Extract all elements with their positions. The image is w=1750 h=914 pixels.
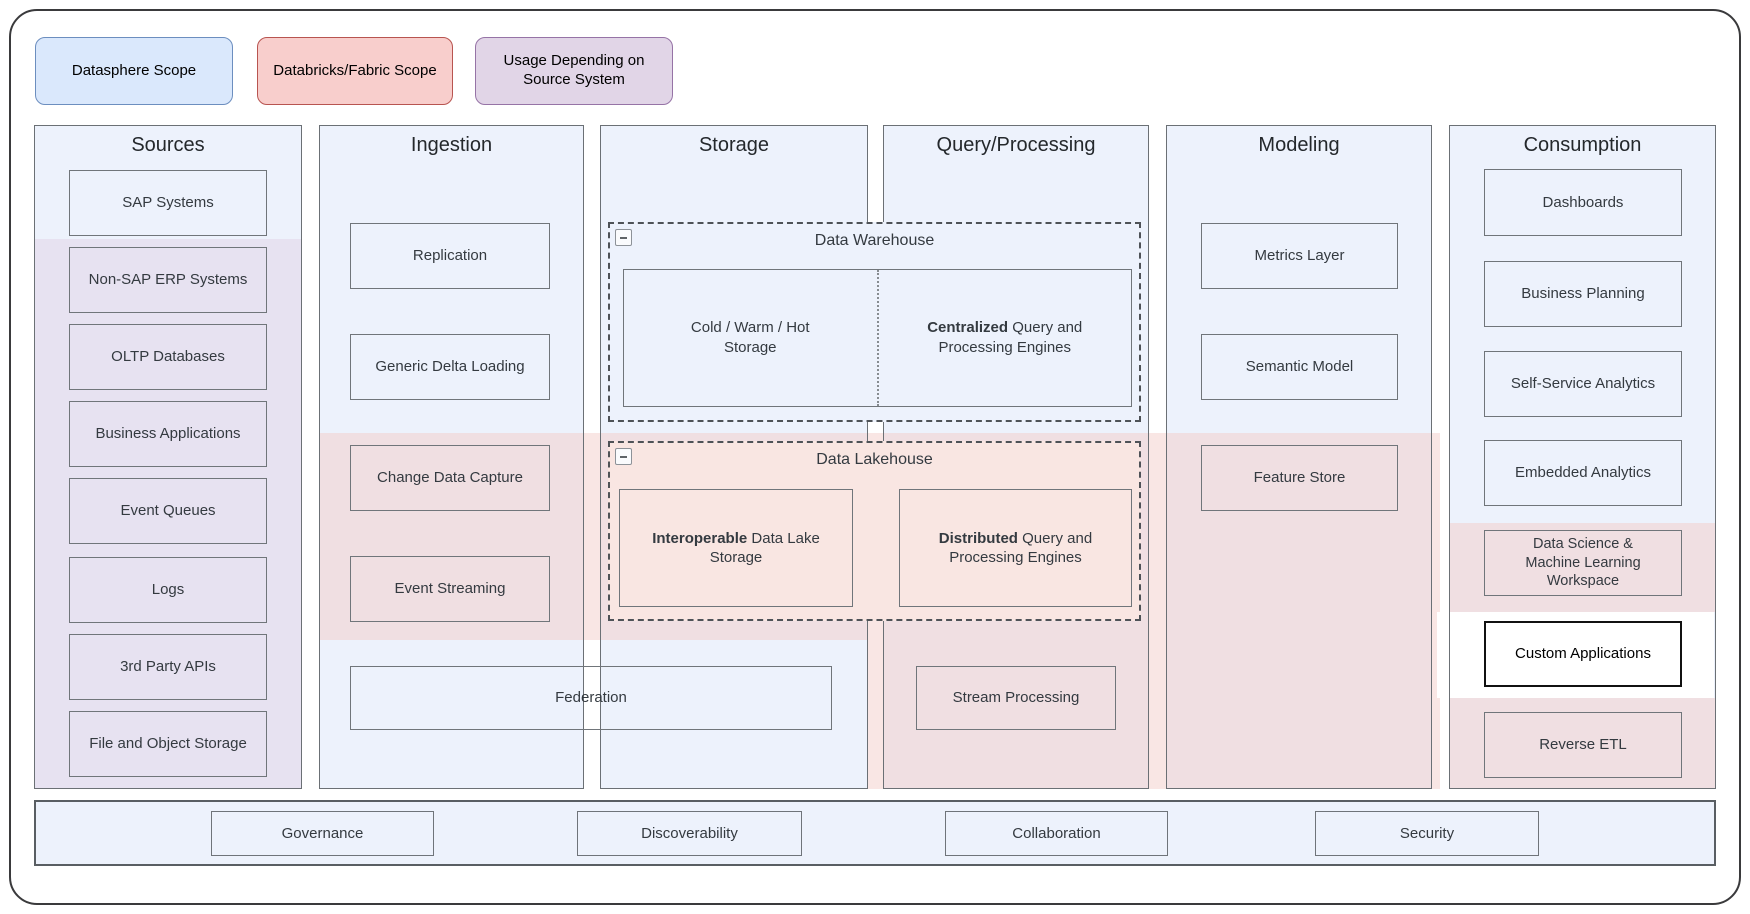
node-semantic-model: Semantic Model	[1201, 334, 1398, 400]
column-header-consumption: Consumption	[1523, 134, 1642, 156]
footer-governance: Governance	[211, 811, 434, 856]
legend-usage-label: Usage Depending on Source System	[503, 52, 645, 88]
node-logs: Logs	[69, 557, 267, 623]
node-oltp-databases: OLTP Databases	[69, 324, 267, 390]
group-data-lakehouse: Data Lakehouse Interoperable Data Lake S…	[608, 441, 1141, 621]
group-title-data-lakehouse: Data Lakehouse	[816, 451, 933, 468]
node-3rd-party-apis: 3rd Party APIs	[69, 634, 267, 700]
band-databricks-consumption-upper	[1449, 523, 1716, 612]
node-event-queues: Event Queues	[69, 478, 267, 544]
band-usage-sources	[34, 239, 302, 789]
band-databricks-consumption-lower	[1449, 698, 1716, 789]
minus-icon	[620, 455, 627, 458]
node-embedded-analytics: Embedded Analytics	[1484, 440, 1682, 506]
column-border-consumption	[1449, 125, 1716, 789]
column-header-sources: Sources	[131, 134, 205, 156]
node-self-service-analytics: Self-Service Analytics	[1484, 351, 1682, 417]
column-header-storage: Storage	[698, 134, 770, 156]
node-business-applications: Business Applications	[69, 401, 267, 467]
collapse-icon[interactable]	[615, 229, 632, 246]
cell-cold-warm-hot-storage: Cold / Warm / Hot Storage	[690, 318, 810, 356]
collapse-icon[interactable]	[615, 448, 632, 465]
node-non-sap-erp-systems: Non-SAP ERP Systems	[69, 247, 267, 313]
node-interoperable-data-lake-storage: Interoperable Data Lake Storage	[619, 489, 853, 607]
node-change-data-capture: Change Data Capture	[350, 445, 550, 511]
column-border-modeling	[1166, 125, 1432, 789]
node-feature-store: Feature Store	[1201, 445, 1398, 511]
legend-databricks-label: Databricks/Fabric Scope	[273, 61, 437, 79]
node-custom-applications: Custom Applications	[1484, 621, 1682, 687]
node-federation: Federation	[350, 666, 832, 730]
column-header-modeling: Modeling	[1258, 134, 1340, 156]
warehouse-split-box: Cold / Warm / Hot Storage Centralized Qu…	[623, 269, 1132, 407]
node-reverse-etl: Reverse ETL	[1484, 712, 1682, 778]
legend-datasphere-scope: Datasphere Scope	[35, 37, 233, 105]
cell-centralized-engines: Centralized Query and Processing Engines	[876, 270, 1132, 406]
node-distributed-engines: Distributed Query and Processing Engines	[899, 489, 1132, 607]
node-replication: Replication	[350, 223, 550, 289]
node-dashboards: Dashboards	[1484, 169, 1682, 236]
node-event-streaming: Event Streaming	[350, 556, 550, 622]
group-title-data-warehouse: Data Warehouse	[814, 232, 935, 249]
legend-usage-depending: Usage Depending on Source System	[475, 37, 673, 105]
column-modeling: Modeling	[1166, 125, 1432, 789]
footer-security: Security	[1315, 811, 1539, 856]
node-generic-delta-loading: Generic Delta Loading	[350, 334, 550, 400]
node-metrics-layer: Metrics Layer	[1201, 223, 1398, 289]
band-databricks-lower	[868, 640, 1440, 789]
group-data-warehouse: Data Warehouse Cold / Warm / Hot Storage…	[608, 222, 1141, 422]
node-business-planning: Business Planning	[1484, 261, 1682, 327]
node-file-and-object-storage: File and Object Storage	[69, 711, 267, 777]
column-border-sources	[34, 125, 302, 789]
column-ingestion: Ingestion	[319, 125, 584, 789]
node-data-science-ml-workspace: Data Science & Machine Learning Workspac…	[1484, 530, 1682, 596]
footer-collaboration: Collaboration	[945, 811, 1168, 856]
minus-icon	[620, 236, 627, 239]
node-stream-processing: Stream Processing	[916, 666, 1116, 730]
node-sap-systems: SAP Systems	[69, 170, 267, 236]
legend-databricks-fabric-scope: Databricks/Fabric Scope	[257, 37, 453, 105]
column-border-ingestion	[319, 125, 584, 789]
column-header-query-processing: Query/Processing	[936, 134, 1096, 156]
column-header-ingestion: Ingestion	[410, 134, 493, 156]
legend-datasphere-label: Datasphere Scope	[71, 61, 197, 79]
footer-discoverability: Discoverability	[577, 811, 802, 856]
